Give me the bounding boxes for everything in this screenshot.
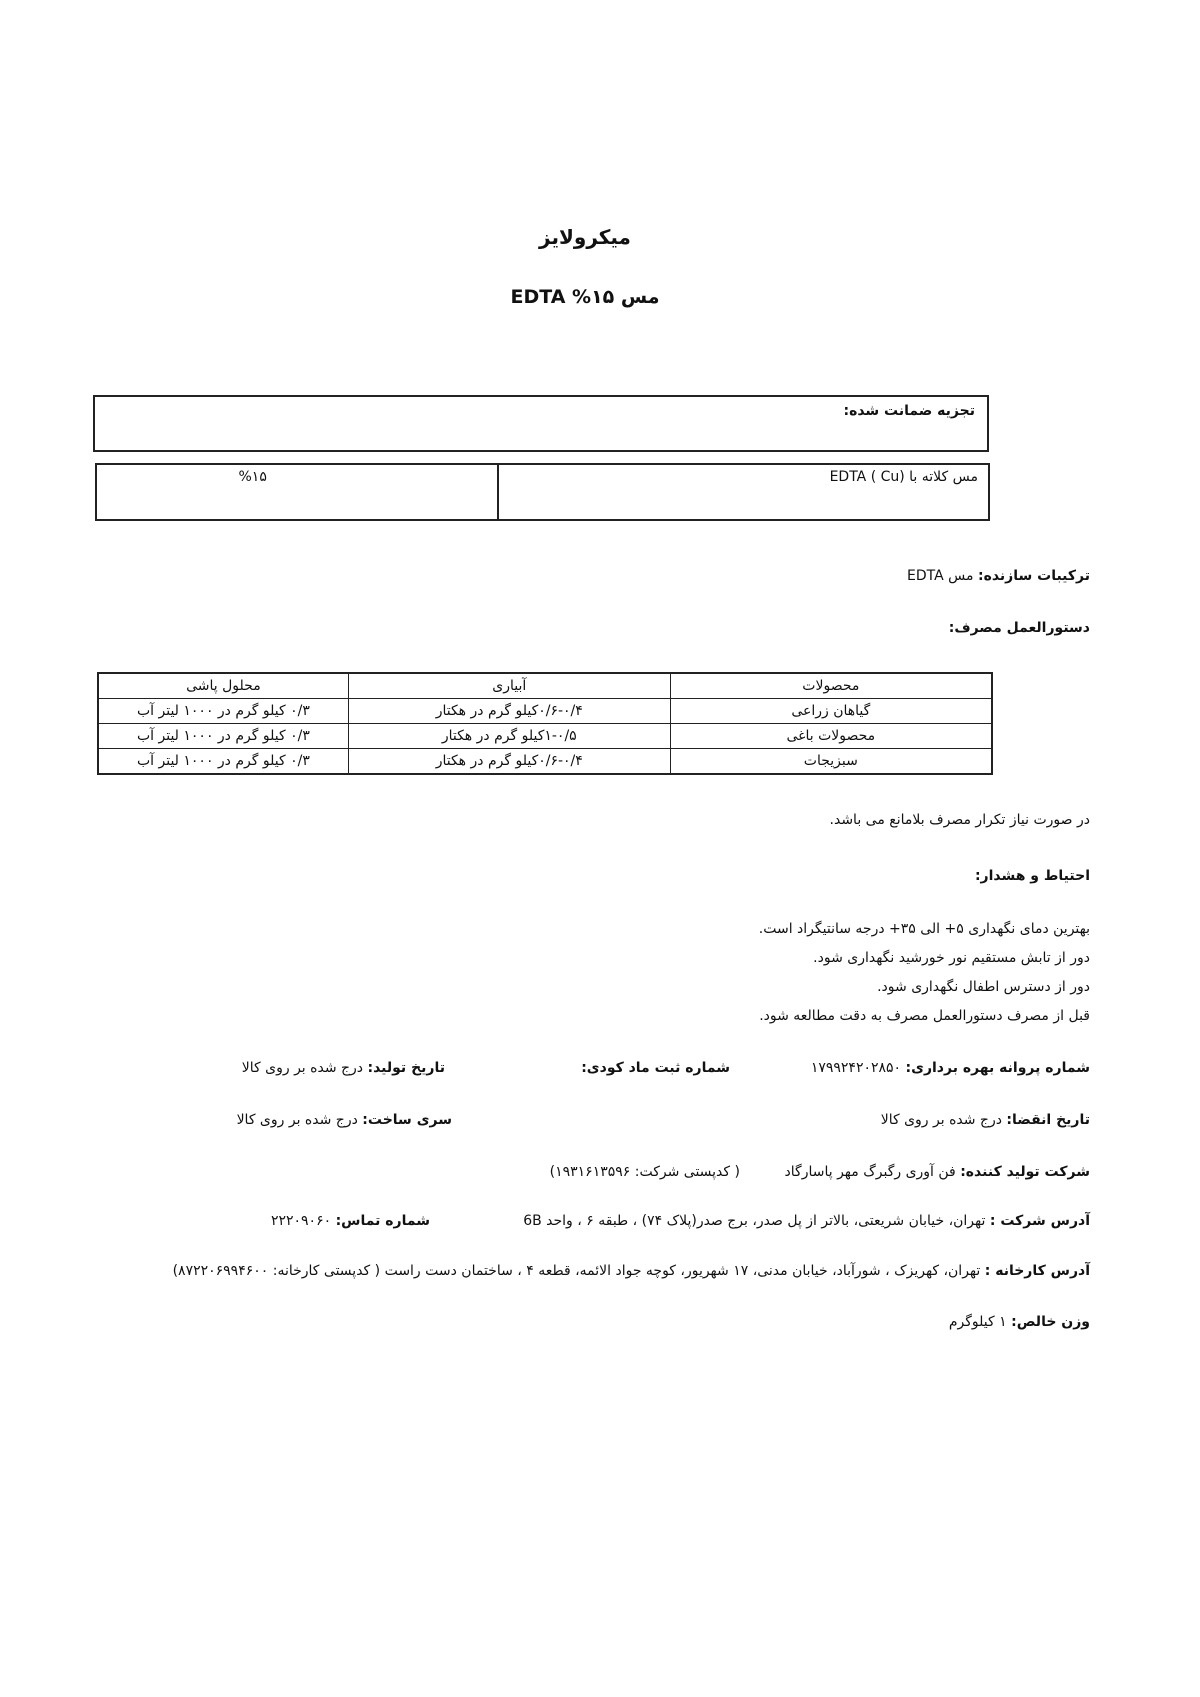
usage-note: در صورت نیاز تکرار مصرف بلامانع می باشد.: [829, 812, 1090, 828]
analysis-header-box: تجزیه ضمانت شده:: [93, 395, 989, 452]
registration-field: شماره ثبت ماد کودی:: [581, 1060, 730, 1076]
batch-label: سری ساخت:: [362, 1112, 452, 1128]
table-cell: ۰/۶-۰/۴کیلو گرم در هکتار: [347, 748, 671, 775]
company-address-value: تهران، خیابان شریعتی، بالاتر از پل صدر، …: [523, 1213, 986, 1229]
table-row: سبزیجات ۰/۶-۰/۴کیلو گرم در هکتار ۰/۳ کیل…: [97, 748, 993, 775]
table-row: محصولات باغی ۱-۰/۵کیلو گرم در هکتار ۰/۳ …: [97, 723, 993, 749]
manufacturer-field: شرکت تولید کننده: فن آوری رگبرگ مهر پاسا…: [785, 1164, 1090, 1180]
analysis-table: %۱۵ مس کلاته با EDTA ( Cu): [95, 463, 991, 521]
analysis-header: تجزیه ضمانت شده:: [843, 403, 975, 419]
company-address-field: آدرس شرکت : تهران، خیابان شریعتی، بالاتر…: [523, 1213, 1090, 1229]
warning-item: دور از تابش مستقیم نور خورشید نگهداری شو…: [813, 950, 1090, 966]
usage-label: دستورالعمل مصرف:: [948, 620, 1090, 636]
table-cell: سبزیجات: [669, 748, 993, 775]
batch-field: سری ساخت: درج شده بر روی کالا: [237, 1112, 452, 1128]
warning-item: قبل از مصرف دستورالعمل مصرف به دقت مطالع…: [759, 1008, 1090, 1024]
factory-address-label: آدرس کارخانه :: [984, 1263, 1090, 1279]
net-weight-label: وزن خالص:: [1011, 1314, 1090, 1330]
production-date-value: درج شده بر روی کالا: [241, 1060, 364, 1076]
composition-value: مس EDTA: [907, 568, 974, 584]
license-label: شماره پروانه بهره برداری:: [905, 1060, 1090, 1076]
table-row: گیاهان زراعی ۰/۶-۰/۴کیلو گرم در هکتار ۰/…: [97, 698, 993, 724]
usage-table: محصولات آبیاری محلول پاشی گیاهان زراعی ۰…: [97, 672, 993, 775]
table-cell: ۰/۳ کیلو گرم در ۱۰۰۰ لیتر آب: [97, 723, 349, 749]
batch-value: درج شده بر روی کالا: [236, 1112, 358, 1128]
net-weight-value: ۱ کیلوگرم: [948, 1314, 1007, 1330]
document-subtitle: مس ۱۵% EDTA: [510, 286, 660, 308]
manufacturer-value: فن آوری رگبرگ مهر پاسارگاد: [784, 1164, 956, 1180]
registration-label: شماره ثبت ماد کودی:: [581, 1060, 730, 1076]
production-date-label: تاریخ تولید:: [367, 1060, 446, 1076]
composition-line: ترکیبات سازنده: مس EDTA: [907, 568, 1090, 584]
analysis-value: %۱۵: [95, 463, 499, 521]
table-header-row: محصولات آبیاری محلول پاشی: [97, 672, 993, 699]
phone-field: شماره تماس: ۲۲۲۰۹۰۶۰: [271, 1213, 430, 1229]
production-date-field: تاریخ تولید: درج شده بر روی کالا: [242, 1060, 445, 1076]
table-cell: ۰/۳ کیلو گرم در ۱۰۰۰ لیتر آب: [97, 698, 349, 724]
phone-label: شماره تماس:: [335, 1213, 430, 1229]
expiry-field: تاریخ انقضا: درج شده بر روی کالا: [881, 1112, 1090, 1128]
expiry-value: درج شده بر روی کالا: [880, 1112, 1002, 1128]
composition-label: ترکیبات سازنده:: [977, 568, 1090, 584]
company-address-label: آدرس شرکت :: [989, 1213, 1090, 1229]
column-header-products: محصولات: [669, 672, 993, 699]
license-value: ۱۷۹۹۲۴۲۰۲۸۵۰: [810, 1060, 902, 1076]
table-cell: ۰/۶-۰/۴کیلو گرم در هکتار: [347, 698, 671, 724]
net-weight-field: وزن خالص: ۱ کیلوگرم: [949, 1314, 1090, 1330]
table-cell: محصولات باغی: [669, 723, 993, 749]
manufacturer-label: شرکت تولید کننده:: [960, 1164, 1090, 1180]
factory-address-field: آدرس کارخانه : تهران، کهریزک ، شورآباد، …: [173, 1263, 1090, 1279]
table-cell: گیاهان زراعی: [669, 698, 993, 724]
analysis-item: مس کلاته با EDTA ( Cu): [496, 463, 991, 521]
factory-address-value: تهران، کهریزک ، شورآباد، خیابان مدنی، ۱۷…: [172, 1263, 981, 1279]
column-header-foliar: محلول پاشی: [97, 672, 349, 699]
license-field: شماره پروانه بهره برداری: ۱۷۹۹۲۴۲۰۲۸۵۰: [811, 1060, 1090, 1076]
table-row: %۱۵ مس کلاته با EDTA ( Cu): [95, 463, 991, 521]
document-title: میکرولایز: [539, 225, 631, 249]
table-cell: ۱-۰/۵کیلو گرم در هکتار: [347, 723, 671, 749]
company-postal-code: ( کدپستی شرکت: ۱۹۳۱۶۱۳۵۹۶): [549, 1164, 740, 1180]
phone-value: ۲۲۲۰۹۰۶۰: [270, 1213, 332, 1229]
column-header-irrigation: آبیاری: [347, 672, 671, 699]
expiry-label: تاریخ انقضا:: [1006, 1112, 1090, 1128]
table-cell: ۰/۳ کیلو گرم در ۱۰۰۰ لیتر آب: [97, 748, 349, 775]
warnings-label: احتیاط و هشدار:: [974, 868, 1090, 884]
warning-item: بهترین دمای نگهداری ۵+ الی ۳۵+ درجه سانت…: [758, 921, 1090, 937]
warning-item: دور از دسترس اطفال نگهداری شود.: [877, 979, 1090, 995]
